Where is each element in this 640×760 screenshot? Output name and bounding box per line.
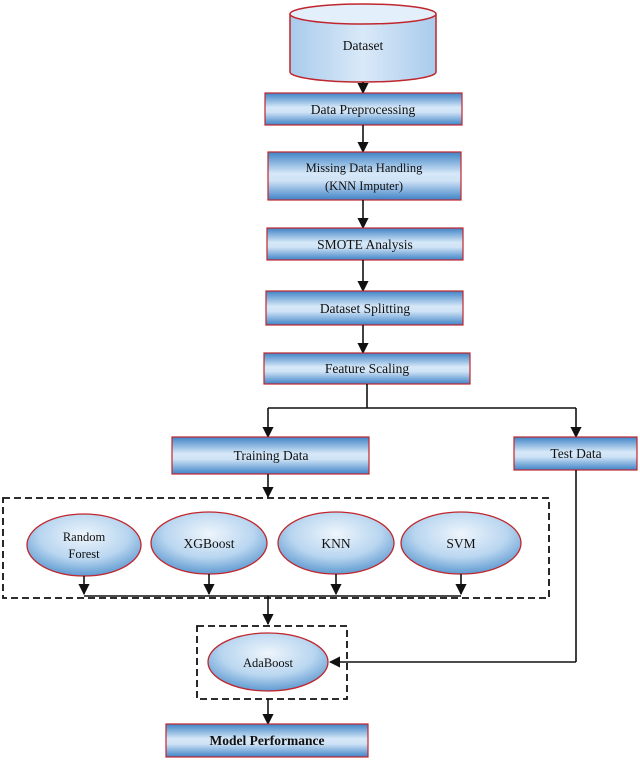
training-data-node: Training Data — [171, 436, 370, 475]
models-merge-connector — [78, 574, 467, 626]
training-data-label: Training Data — [234, 448, 309, 463]
preprocessing-label: Data Preprocessing — [311, 102, 416, 117]
scaling-node: Feature Scaling — [263, 352, 471, 385]
dataset-label: Dataset — [343, 38, 384, 53]
smote-node: SMOTE Analysis — [266, 227, 464, 261]
knn-node: KNN — [277, 511, 395, 575]
preprocessing-node: Data Preprocessing — [264, 92, 463, 126]
test-data-label: Test Data — [550, 446, 601, 461]
svm-label: SVM — [446, 536, 475, 551]
scaling-label: Feature Scaling — [325, 361, 410, 376]
test-to-adaboost-connector — [328, 470, 577, 668]
splitting-node: Dataset Splitting — [265, 290, 464, 326]
adaboost-node: AdaBoost — [207, 632, 329, 692]
missing-data-node: Missing Data Handling (KNN Imputer) — [267, 151, 462, 201]
adaboost-label: AdaBoost — [243, 656, 294, 670]
models-group — [2, 497, 550, 599]
random-forest-label-line2: Forest — [68, 547, 100, 561]
test-data-node: Test Data — [513, 436, 638, 471]
random-forest-node: Random Forest — [26, 513, 142, 577]
random-forest-label-line1: Random — [63, 530, 106, 544]
model-performance-label: Model Performance — [209, 733, 324, 748]
missing-data-label-line1: Missing Data Handling — [306, 161, 423, 175]
splitting-label: Dataset Splitting — [320, 301, 411, 316]
svm-node: SVM — [400, 511, 522, 575]
xgboost-label: XGBoost — [183, 536, 234, 551]
smote-label: SMOTE Analysis — [317, 237, 413, 252]
xgboost-node: XGBoost — [150, 511, 268, 575]
dataset-node: Dataset — [289, 3, 437, 83]
model-performance-node: Model Performance — [165, 723, 369, 758]
knn-label: KNN — [321, 536, 350, 551]
missing-data-label-line2: (KNN Imputer) — [325, 179, 403, 193]
split-connector — [262, 384, 582, 439]
adaboost-group — [196, 625, 348, 700]
